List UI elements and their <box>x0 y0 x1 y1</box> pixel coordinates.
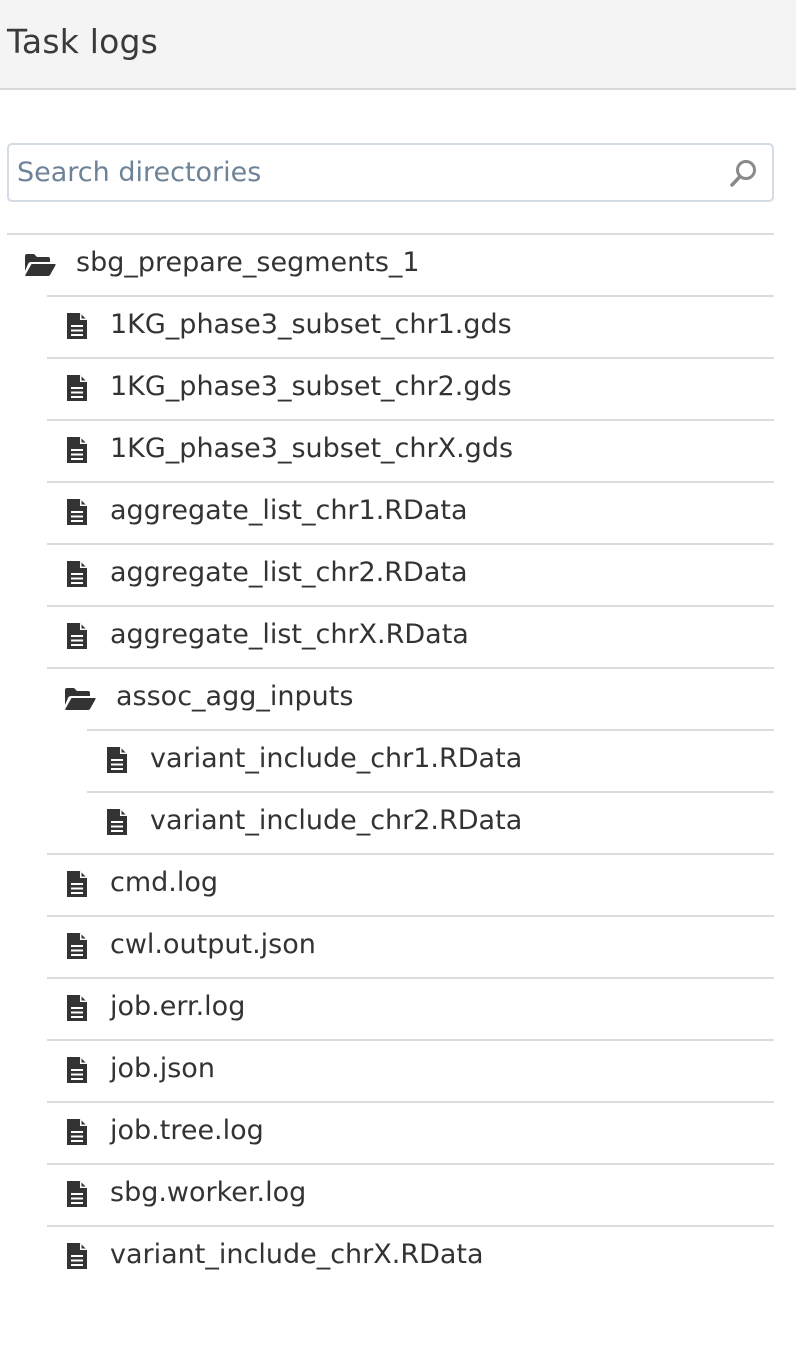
row-divider <box>47 667 774 669</box>
file-text-icon <box>67 995 87 1021</box>
file-text-icon <box>107 809 127 835</box>
file-name: cmd.log <box>110 867 219 898</box>
file-text-icon <box>66 1118 88 1150</box>
row-divider <box>7 233 774 235</box>
row-divider <box>47 1039 774 1041</box>
row-divider <box>87 729 774 731</box>
tree-file-row[interactable]: aggregate_list_chr2.RData <box>0 543 796 605</box>
tree-file-row[interactable]: cwl.output.json <box>0 915 796 977</box>
row-divider <box>47 1225 774 1227</box>
row-divider <box>47 419 774 421</box>
file-text-icon <box>66 1242 88 1274</box>
file-text-icon <box>66 312 88 344</box>
tree-file-row[interactable]: variant_include_chr1.RData <box>0 729 796 791</box>
file-text-icon <box>66 870 88 902</box>
tree-file-row[interactable]: aggregate_list_chr1.RData <box>0 481 796 543</box>
file-text-icon <box>67 1181 87 1207</box>
file-text-icon <box>66 498 88 530</box>
row-divider <box>47 1163 774 1165</box>
folder-name: assoc_agg_inputs <box>116 681 354 712</box>
tree-file-row[interactable]: sbg.worker.log <box>0 1163 796 1225</box>
search-box[interactable] <box>7 143 774 202</box>
file-text-icon <box>106 746 128 778</box>
row-divider <box>47 295 774 297</box>
file-text-icon <box>66 1056 88 1088</box>
panel-header: Task logs <box>0 0 796 90</box>
file-text-icon <box>106 808 128 840</box>
file-name: 1KG_phase3_subset_chrX.gds <box>110 433 514 464</box>
tree-file-row[interactable]: variant_include_chrX.RData <box>0 1225 796 1287</box>
file-name: aggregate_list_chr2.RData <box>110 557 468 588</box>
tree-file-row[interactable]: 1KG_phase3_subset_chr2.gds <box>0 357 796 419</box>
folder-open-icon <box>24 253 56 281</box>
folder-open-icon <box>64 687 96 715</box>
file-text-icon <box>66 622 88 654</box>
file-text-icon <box>67 1057 87 1083</box>
file-text-icon <box>67 499 87 525</box>
tree-file-row[interactable]: job.json <box>0 1039 796 1101</box>
folder-open-icon <box>65 688 96 710</box>
file-text-icon <box>107 747 127 773</box>
file-text-icon <box>66 932 88 964</box>
file-name: job.json <box>110 1053 215 1084</box>
tree-file-row[interactable]: aggregate_list_chrX.RData <box>0 605 796 667</box>
row-divider <box>47 481 774 483</box>
tree-file-row[interactable]: job.err.log <box>0 977 796 1039</box>
tree-folder-row[interactable]: assoc_agg_inputs <box>0 667 796 729</box>
file-text-icon <box>66 560 88 592</box>
file-text-icon <box>66 374 88 406</box>
page-title: Task logs <box>7 22 159 61</box>
file-name: 1KG_phase3_subset_chr1.gds <box>110 309 512 340</box>
file-name: cwl.output.json <box>110 929 316 960</box>
row-divider <box>47 543 774 545</box>
row-divider <box>87 791 774 793</box>
file-name: variant_include_chr2.RData <box>150 805 523 836</box>
file-name: 1KG_phase3_subset_chr2.gds <box>110 371 512 402</box>
file-text-icon <box>67 375 87 401</box>
file-name: job.err.log <box>110 991 246 1022</box>
file-text-icon <box>67 1243 87 1269</box>
tree-file-row[interactable]: variant_include_chr2.RData <box>0 791 796 853</box>
file-text-icon <box>66 436 88 468</box>
file-name: sbg.worker.log <box>110 1177 307 1208</box>
row-divider <box>47 357 774 359</box>
tree-folder-row[interactable]: sbg_prepare_segments_1 <box>0 233 796 295</box>
tree-file-row[interactable]: 1KG_phase3_subset_chrX.gds <box>0 419 796 481</box>
folder-name: sbg_prepare_segments_1 <box>76 247 420 278</box>
tree-file-row[interactable]: job.tree.log <box>0 1101 796 1163</box>
file-name: variant_include_chr1.RData <box>150 743 523 774</box>
file-text-icon <box>67 1119 87 1145</box>
folder-open-icon <box>25 254 56 276</box>
file-text-icon <box>67 623 87 649</box>
file-text-icon <box>66 994 88 1026</box>
tree-file-row[interactable]: 1KG_phase3_subset_chr1.gds <box>0 295 796 357</box>
file-name: job.tree.log <box>110 1115 264 1146</box>
row-divider <box>47 1101 774 1103</box>
row-divider <box>47 605 774 607</box>
file-text-icon <box>67 313 87 339</box>
row-divider <box>47 915 774 917</box>
row-divider <box>47 853 774 855</box>
file-name: variant_include_chrX.RData <box>110 1239 484 1270</box>
file-text-icon <box>67 933 87 959</box>
file-text-icon <box>67 871 87 897</box>
row-divider <box>47 977 774 979</box>
file-text-icon <box>67 437 87 463</box>
search-icon[interactable] <box>728 157 760 189</box>
search-input[interactable] <box>9 145 717 200</box>
file-name: aggregate_list_chrX.RData <box>110 619 469 650</box>
tree-file-row[interactable]: cmd.log <box>0 853 796 915</box>
file-text-icon <box>66 1180 88 1212</box>
file-text-icon <box>67 561 87 587</box>
directory-tree: sbg_prepare_segments_1 1KG_phase3_subset_… <box>0 233 796 1287</box>
file-name: aggregate_list_chr1.RData <box>110 495 468 526</box>
